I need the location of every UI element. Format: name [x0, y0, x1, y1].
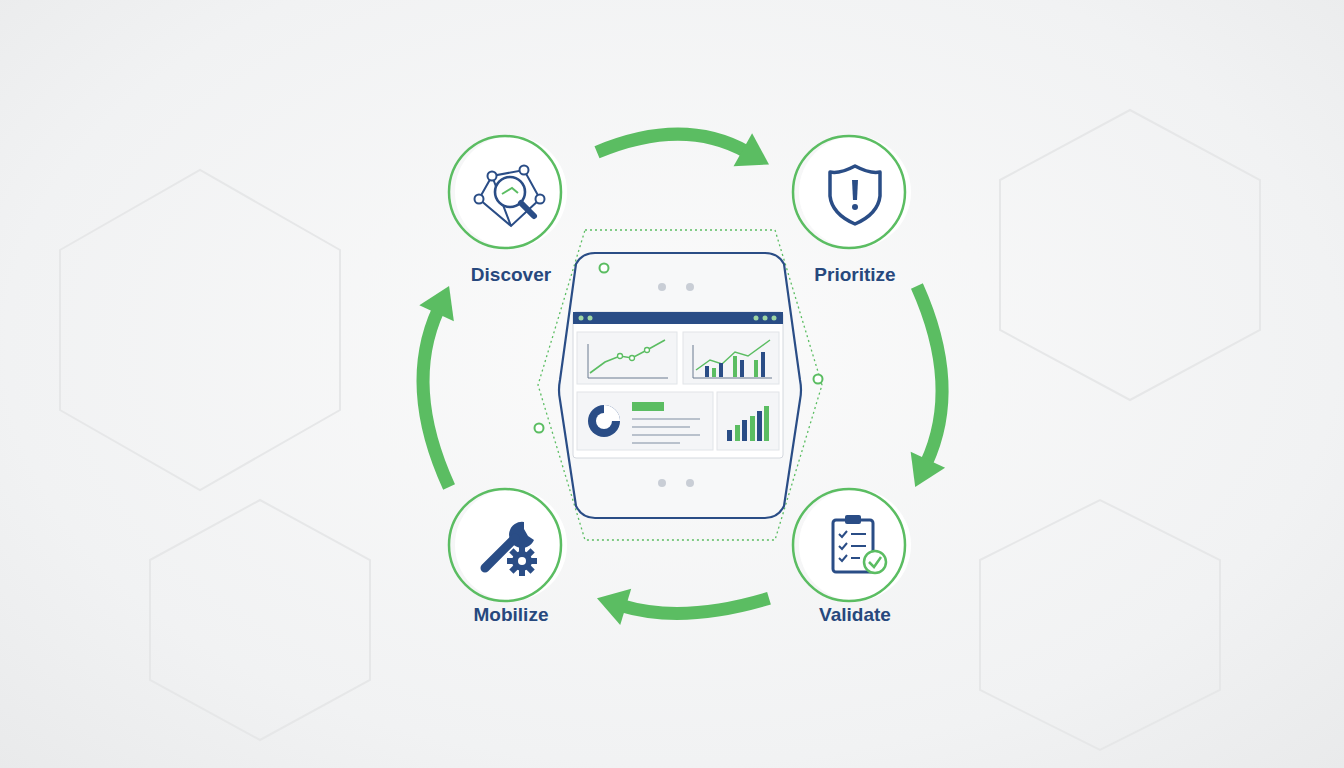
- step-label: Validate: [769, 604, 941, 626]
- discover-icon: [475, 166, 545, 227]
- arrow-line: [917, 286, 942, 463]
- circle-fill: [455, 136, 911, 601]
- step-node: Validate: [769, 487, 941, 626]
- arrow-line: [597, 134, 746, 152]
- step-node: Prioritize: [769, 134, 941, 286]
- step-label: Prioritize: [769, 264, 941, 286]
- cycle-arrow: [911, 286, 945, 487]
- arrow-head: [911, 452, 945, 487]
- validate-clipboard-icon: [833, 515, 886, 573]
- step-node: Mobilize: [425, 487, 597, 626]
- cycle-arrow: [419, 286, 454, 487]
- step-circle: [425, 487, 585, 603]
- step-node: Discover: [425, 134, 597, 286]
- cycle-arrow: [597, 133, 769, 166]
- arrow-head: [734, 133, 769, 166]
- step-circle: [769, 487, 929, 603]
- step-circle: [769, 134, 929, 250]
- arrow-line: [622, 598, 769, 613]
- background-hexagons: [60, 110, 1260, 750]
- step-circle: [425, 134, 585, 250]
- arrow-line: [423, 310, 449, 487]
- prioritize-shield-icon: [830, 166, 880, 224]
- dashboard-hexagon: [535, 230, 823, 540]
- arrow-head: [419, 286, 454, 321]
- step-label: Mobilize: [425, 604, 597, 626]
- step-label: Discover: [425, 264, 597, 286]
- cycle-arrow: [597, 589, 769, 625]
- mobilize-wrench-gear-icon: [485, 522, 543, 582]
- arrow-head: [597, 589, 631, 625]
